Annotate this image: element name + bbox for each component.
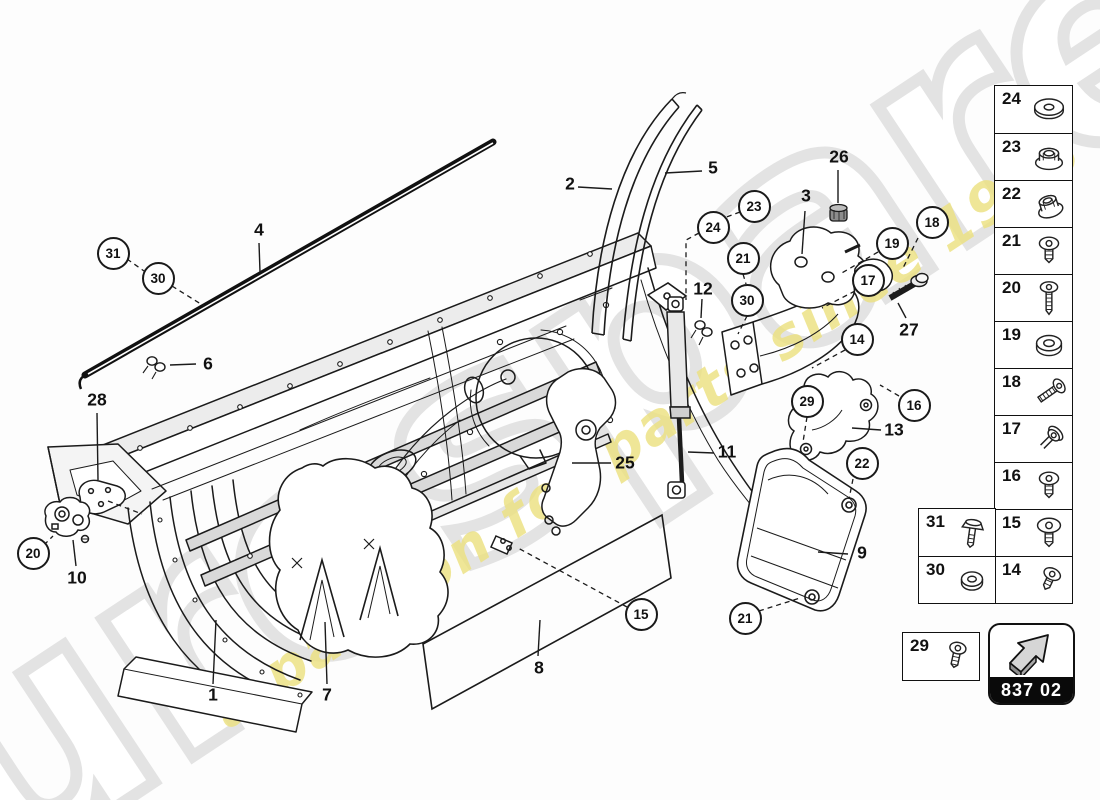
fastener-number: 15 — [1002, 513, 1021, 532]
flat-washer-icon — [1028, 89, 1070, 131]
bolt-art — [888, 272, 929, 301]
fastener-number: 19 — [1002, 325, 1021, 344]
damping-sheet-art — [268, 457, 449, 658]
pan-screw-icon — [1028, 466, 1070, 508]
fastener-number: 20 — [1002, 278, 1021, 297]
cap-art — [829, 203, 848, 222]
flange-bolt-icon — [1028, 419, 1070, 461]
button-screw-icon — [1028, 560, 1070, 602]
fastener-number: 21 — [1002, 231, 1021, 250]
fastener-row-30: 30 — [919, 556, 995, 603]
long-bolt-icon — [1028, 372, 1070, 414]
thick-washer-icon — [1028, 325, 1070, 367]
fastener-number: 24 — [1002, 89, 1021, 108]
carrier-panel-art — [736, 447, 867, 612]
dashed-leader-lines — [43, 211, 919, 612]
round-screw-icon — [935, 636, 977, 678]
fastener-row-24: 24 — [995, 86, 1072, 133]
flange-nut-icon — [1028, 137, 1070, 179]
fastener-row-31: 31 — [919, 509, 995, 556]
fastener-number: 29 — [910, 636, 929, 655]
cover-plate-art — [422, 513, 672, 711]
latch-area-art — [44, 479, 126, 544]
regulator-bracket-art — [490, 367, 617, 555]
fastener-number: 14 — [1002, 560, 1021, 579]
window-guide-rails-art — [591, 92, 703, 342]
weatherstrip-art — [78, 138, 497, 390]
fastener-row-18: 18 — [995, 368, 1072, 415]
fastener-row-23: 23 — [995, 133, 1072, 180]
fastener-number: 17 — [1002, 419, 1021, 438]
leader-lines — [72, 170, 907, 685]
gas-strut-art — [666, 296, 691, 499]
fastener-number: 30 — [926, 560, 945, 579]
pan-screw-lg-icon — [1028, 513, 1070, 555]
fastener-row-15: 15 — [995, 509, 1072, 556]
hex-bolt-icon — [951, 512, 993, 554]
part-code-label: 837 02 — [1000, 679, 1063, 700]
fastener-box-29: 29 — [902, 632, 980, 681]
fastener-row-16: 16 — [995, 462, 1072, 509]
fastener-row-17: 17 — [995, 415, 1072, 462]
fastener-number: 16 — [1002, 466, 1021, 485]
diagram-group-tile: 837 02 — [988, 623, 1075, 705]
fastener-row-14: 14 — [995, 556, 1072, 603]
fastener-number: 31 — [926, 512, 945, 531]
fastener-number: 18 — [1002, 372, 1021, 391]
fastener-row-19: 19 — [995, 321, 1072, 368]
fastener-table-main-column: 24 23 22 21 20 19 18 17 16 15 14 — [994, 85, 1073, 604]
plug-nut-icon — [1028, 184, 1070, 226]
fastener-table-side-column: 31 30 — [918, 508, 996, 604]
fastener-row-29: 29 — [903, 633, 979, 680]
fastener-number: 23 — [1002, 137, 1021, 156]
diagram-arrow-icon — [990, 625, 1073, 677]
clip-art — [142, 320, 713, 380]
long-screw-icon — [1028, 278, 1070, 320]
fastener-row-22: 22 — [995, 180, 1072, 227]
fastener-row-21: 21 — [995, 227, 1072, 274]
small-washer-icon — [951, 560, 993, 602]
diagram-group-code: 837 02 — [990, 677, 1073, 703]
fastener-row-20: 20 — [995, 274, 1072, 321]
fastener-number: 22 — [1002, 184, 1021, 203]
pan-screw-icon — [1028, 231, 1070, 273]
